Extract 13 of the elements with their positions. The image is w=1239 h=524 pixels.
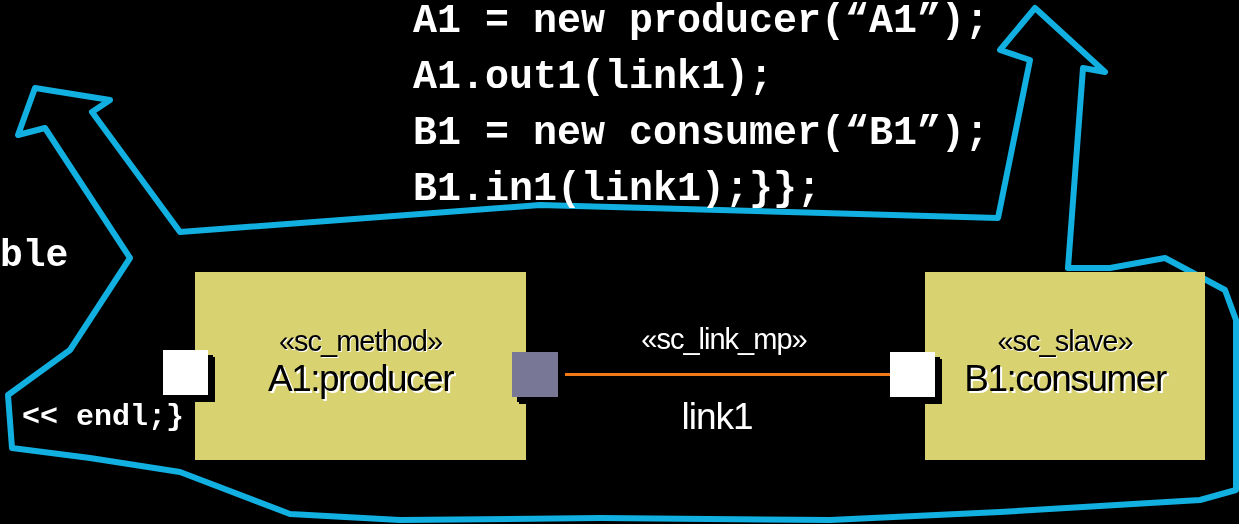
component-box [195,272,526,460]
code-line: A1.out1(link1); [413,58,774,98]
stereotype-text: «sc_method» [278,324,443,360]
code-line: ble [0,237,69,275]
code-line: B1.in1(link1);}}; [413,170,822,210]
instance-name: B1:consumer [964,359,1166,400]
code-line: A1 = new producer(“A1”); [413,2,990,42]
instance-name: A1:producer [267,359,454,400]
stereotype-text: «sc_slave» [997,324,1133,360]
code-line: << endl;} [22,402,185,432]
link-name: link1 [681,398,753,435]
component-box [925,272,1205,460]
code-line: B1 = new consumer(“B1”); [413,114,990,154]
